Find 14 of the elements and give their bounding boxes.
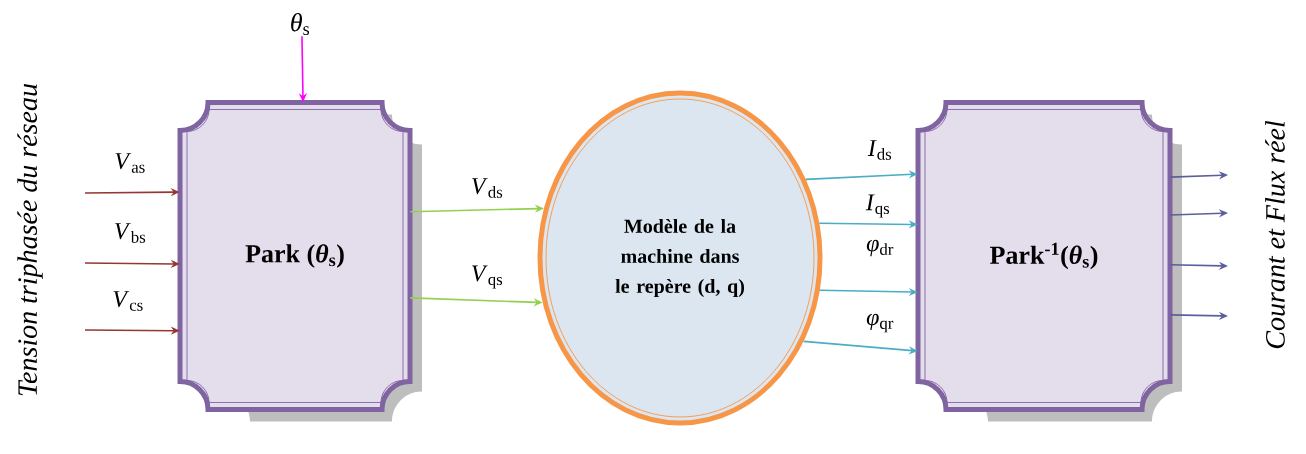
edge-label: V$_{as}$ — [113, 152, 147, 174]
edge-label: V$_{qs}$ — [469, 264, 505, 290]
side-label: Courant et Flux réel — [1265, 120, 1285, 349]
angle-label: θ$_{s}$ — [291, 12, 310, 36]
process-box: Park (θ$_{s}$) — [177, 100, 422, 422]
side-label: Tension triphasée du réseau — [17, 84, 43, 396]
edge-label: φ$_{dr}$ — [865, 238, 895, 258]
process-box: Park$^{-1}$(θ$_{s}$) — [915, 100, 1182, 422]
edge-label: I$_{qs}$ — [864, 193, 892, 219]
edge-label: V$_{ds}$ — [469, 177, 505, 199]
edge-label: φ$_{qr}$ — [865, 312, 895, 334]
edge-label: I$_{ds}$ — [866, 139, 894, 161]
edge-label: V$_{cs}$ — [111, 290, 145, 312]
edge-label: V$_{bs}$ — [112, 222, 148, 244]
